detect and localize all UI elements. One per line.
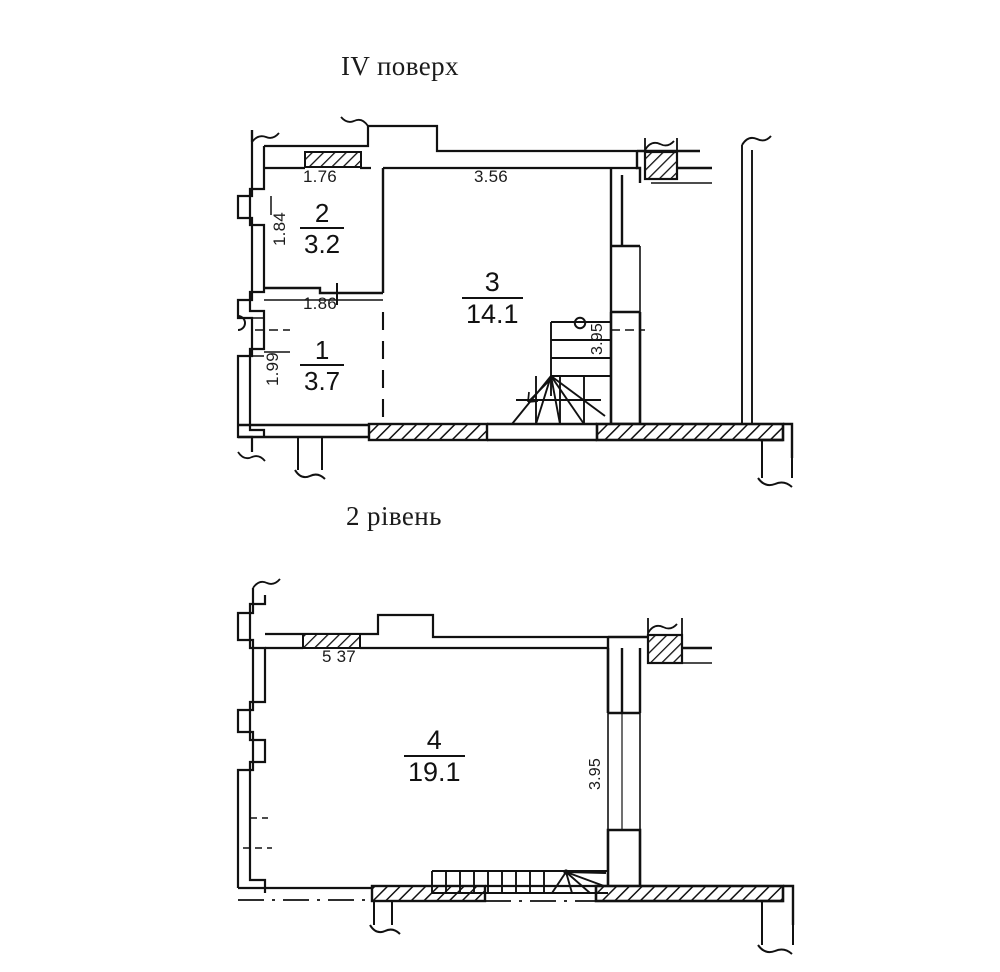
upper-window-hatch-left [304, 151, 362, 168]
room-tag-2: 2 3.2 [300, 198, 345, 258]
lower-left-exterior-wall [236, 578, 281, 893]
room-tag-3: 3 14.1 [462, 267, 523, 329]
dim-label-3-56: 3.56 [474, 167, 508, 186]
upper-left-exterior-wall [236, 130, 280, 462]
lower-wall-hatch-right [646, 633, 684, 665]
lower-dimension-ticks [243, 817, 272, 849]
upper-plan-title: IV поверх [341, 51, 459, 81]
upper-far-right-partition [741, 135, 772, 424]
upper-bottom-wall-band [238, 422, 794, 458]
stair-post-circle [573, 316, 587, 330]
upper-bottom-break-symbols [294, 437, 793, 488]
dim-label-1-84: 1.84 [270, 212, 289, 246]
upper-right-break-symbol [644, 138, 678, 151]
lower-plan-title: 2 рівень [346, 501, 442, 531]
dim-label-1-86: 1.86 [303, 294, 337, 313]
room-2-number: 2 [314, 198, 330, 228]
dim-label-5-37: 5 37 [322, 647, 356, 666]
dim-label-1-99: 1.99 [263, 352, 282, 386]
room-1-area: 3.7 [300, 363, 345, 395]
upper-staircase [511, 316, 611, 425]
lower-plan-group [236, 578, 795, 955]
left-wall-window-symbol [237, 315, 246, 331]
upper-plan-group [236, 116, 794, 488]
room-3-number: 3 [484, 267, 500, 297]
upper-dimension-ticks [255, 196, 645, 353]
room-4-number: 4 [426, 725, 442, 755]
upper-right-wall-group [609, 149, 712, 426]
lower-right-wall-group [606, 635, 712, 895]
lower-bottom-break-symbols [369, 900, 794, 955]
room-2-area: 3.2 [300, 226, 345, 258]
room-tag-1: 1 3.7 [300, 335, 345, 395]
dim-label-3-95-lower: 3.95 [587, 758, 604, 790]
room-1-number: 1 [314, 335, 330, 365]
upper-floor-hatch-2 [595, 422, 785, 442]
upper-floor-hatch-1 [367, 422, 489, 442]
lower-right-break-symbol [647, 618, 683, 636]
dim-label-3-95-upper: 3.95 [589, 323, 606, 355]
upper-interior-partitions [264, 168, 385, 425]
room-tag-4: 4 19.1 [404, 725, 465, 787]
upper-wall-hatch-right [643, 150, 679, 181]
lower-staircase [431, 869, 608, 894]
lower-window-hatch-left [302, 633, 361, 649]
lower-stair-post-dot [563, 869, 569, 875]
dim-label-1-76: 1.76 [303, 167, 337, 186]
room-4-area: 19.1 [404, 754, 465, 787]
lower-floor-hatch-2 [594, 884, 785, 903]
room-3-area: 14.1 [462, 296, 523, 329]
